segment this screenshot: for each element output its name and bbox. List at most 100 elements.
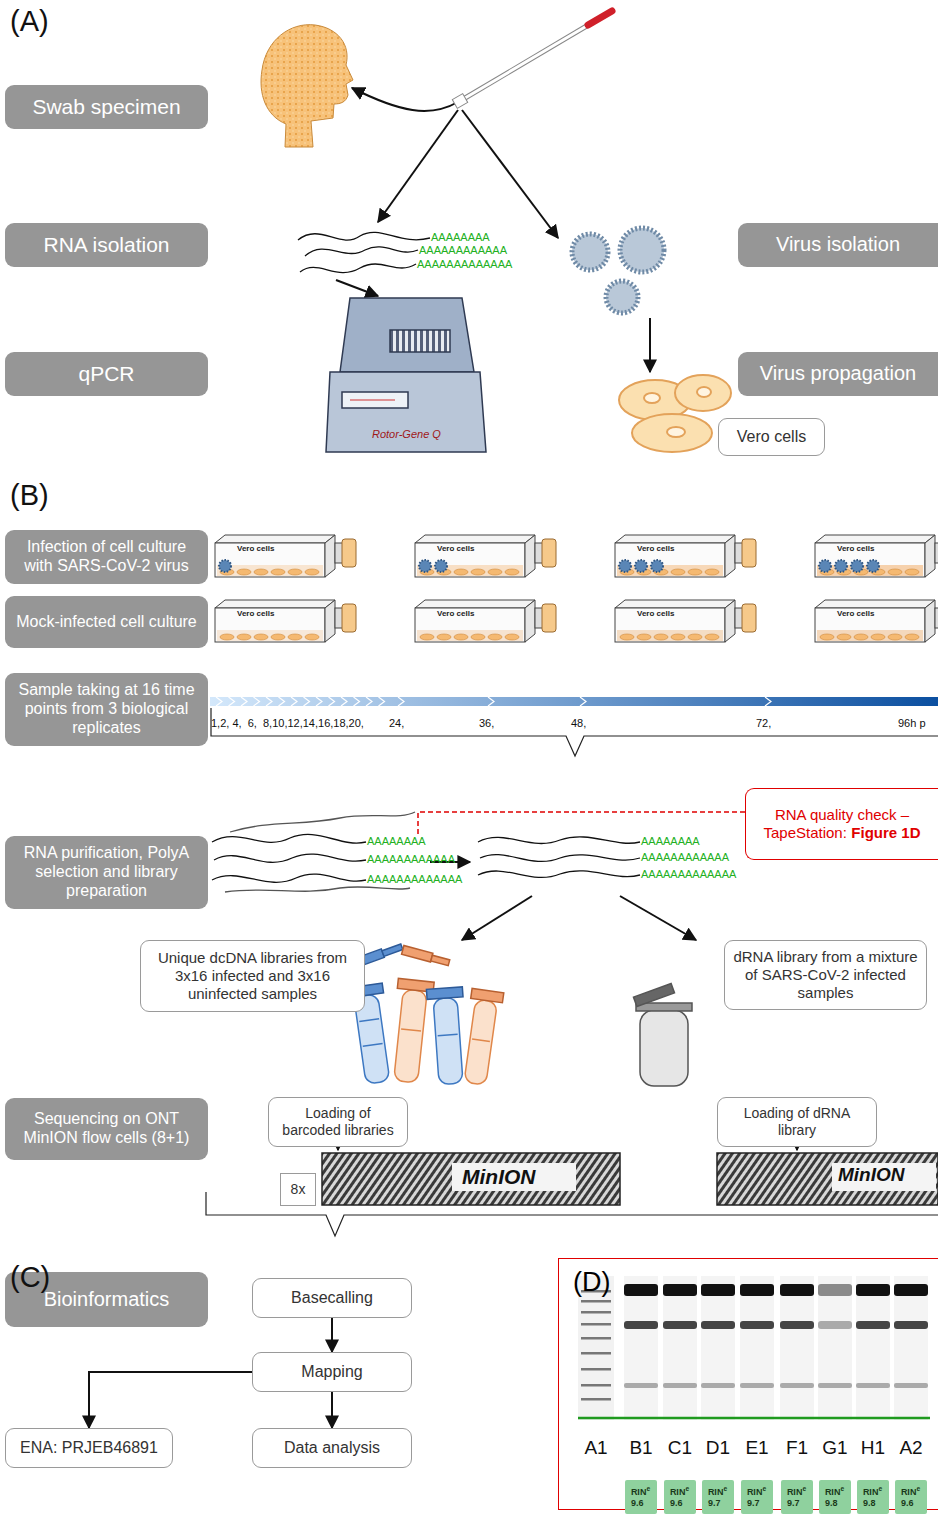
timeline-tick [291,697,297,706]
timeline-tick [266,697,272,706]
text-wrap: Loading of barcoded libraries [275,1105,401,1138]
rna-strands [298,232,430,272]
text-wrap: RNA isolation [11,233,202,258]
node-text: Unique dcDNA libraries from 3x16 infecte… [147,949,358,1002]
process-box: Swab specimen [5,85,208,129]
timeline-tick [304,697,310,706]
figure-label: MinION [462,1165,536,1188]
node-text: 9.6 [631,1498,650,1509]
text-wrap: Vero cells [725,428,818,447]
node-text: Loading of barcoded libraries [275,1105,401,1138]
process-box: qPCR [5,352,208,396]
text-wrap: RINe9.6 [893,1483,928,1510]
text-wrap: RINe9.6 [662,1483,697,1510]
text-wrap: RINe9.8 [855,1483,890,1510]
node-text: (D) [573,1267,924,1299]
timeline-tick [366,697,372,706]
drna-tube [633,983,692,1086]
polya-tail: AAAAAAAAAAAA [367,853,455,865]
flask [415,535,556,577]
timeline-tick [329,697,335,706]
qpcr-machine [326,298,486,452]
rin-badge: RINe9.6 [625,1480,657,1514]
node-text: 9.6 [901,1498,920,1509]
node-text: e [802,1485,806,1492]
node-text: Infection of cell culture with SARS-CoV-… [11,538,202,576]
rin-badge: RINe 9.7 [741,1480,773,1514]
node-text: e [762,1485,766,1492]
process-box: ENA: PRJEB46891 [5,1428,173,1468]
flask [815,600,938,642]
panel-frame: (D)RINe9.6RINe9.6RINe9.7RINe9.7RINe9.7RI… [558,1258,938,1510]
node-text: 9.7 [747,1498,766,1509]
figure-label: A2 [899,1438,922,1459]
arrow [462,896,532,940]
timeline [210,697,938,706]
node-text: Figure 1D [851,824,920,841]
figure-label: C1 [668,1438,692,1459]
timeline-tick [216,697,222,706]
node-text: e [646,1485,650,1492]
figure-label: G1 [822,1438,847,1459]
flask [415,600,556,642]
flasks [215,535,938,642]
swab-arrow [352,88,458,111]
rin-badge: RINe9.6 [895,1480,927,1514]
node-text: RIN [747,1487,763,1497]
figure-label: Vero cells [437,545,474,554]
node-text: qPCR [11,362,202,387]
figure-label: F1 [786,1438,808,1459]
figure-label: B1 [629,1438,652,1459]
process-box: RNA isolation [5,223,208,267]
text-wrap: 8x [287,1181,309,1198]
timeline-tick [316,697,322,706]
panel-label: (C) [10,1262,50,1294]
rin-badge: RINe9.7 [781,1480,813,1514]
node-text: RIN [825,1487,841,1497]
node-text: RIN [901,1487,917,1497]
arrow [378,110,458,222]
node-text: 9.6 [670,1498,689,1509]
node-text: 9.7 [708,1498,727,1509]
process-box: Data analysis [252,1428,412,1468]
figure-label: 96h p [898,717,926,729]
node-text: e [878,1485,882,1492]
arrow [620,896,696,940]
text-wrap: RINe9.8 [817,1483,852,1510]
figure-label: Vero cells [837,545,874,554]
figure-label: A1 [584,1438,607,1459]
process-box: 8x [280,1173,316,1206]
node-text: e [723,1485,727,1492]
rin-badge: RINe9.7 [702,1480,734,1514]
flask [215,600,356,642]
text-wrap: RNA purification, PolyA selection and li… [11,844,202,901]
timeline-tick [580,697,586,706]
text-wrap: Virus propagation [744,362,932,386]
flow-arrow [331,1318,333,1352]
figure-label: D1 [706,1438,730,1459]
figure-label: H1 [861,1438,885,1459]
node-text: 9.8 [825,1498,844,1509]
node-text: RIN [670,1487,686,1497]
process-box: dRNA library from a mixture of SARS-CoV-… [724,940,927,1010]
text-wrap: Infection of cell culture with SARS-CoV-… [11,538,202,576]
node-text: Basecalling [259,1289,405,1308]
polya-tail: AAAAAAAAAAAA [419,244,507,256]
library-tubes [347,942,504,1086]
process-box: Sample taking at 16 time points from 3 b… [5,673,208,746]
text-wrap: Sequencing on ONT MinION flow cells (8+1… [11,1110,202,1148]
polya-tail: AAAAAAAA [367,835,426,847]
timeline-tick [341,697,347,706]
process-box: Virus isolation [738,223,938,267]
node-text: RIN [863,1487,879,1497]
panel-label: (A) [10,6,49,38]
node-text: ENA: PRJEB46891 [12,1439,166,1458]
text-wrap: Virus isolation [744,233,932,257]
node-text: RNA purification, PolyA selection and li… [11,844,202,901]
node-text: Data analysis [259,1439,405,1458]
node-text: Vero cells [725,428,818,447]
flask [615,535,756,577]
node-text: Sample taking at 16 time points from 3 b… [11,681,202,738]
flow-arrow [331,1392,333,1428]
timeline-tick [279,697,285,706]
